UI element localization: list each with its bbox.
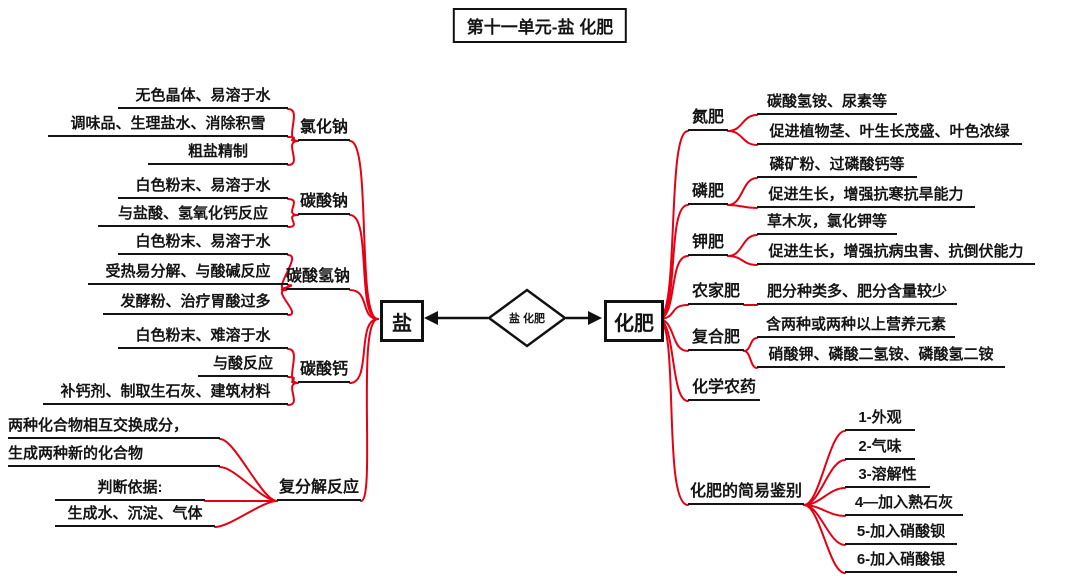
branch-identification: 化肥的简易鉴别	[688, 482, 804, 505]
leaf-node: 无色晶体、易溶于水	[118, 86, 288, 109]
leaf-node: 生成两种新的化合物	[8, 444, 220, 467]
leaf-node: 3-溶解性	[845, 465, 930, 488]
leaf-node: 与酸反应	[198, 354, 288, 377]
arrowhead-left	[424, 311, 438, 325]
leaf-node: 促进生长，增强抗病虫害、抗倒伏能力	[757, 242, 1035, 265]
leaf-node: 促进生长，增强抗寒抗旱能力	[757, 185, 975, 208]
leaf-node: 含两种或两种以上营养元素	[757, 315, 955, 338]
leaf-node: 碳酸氢铵、尿素等	[757, 92, 897, 115]
connector-fert-identify	[657, 318, 689, 506]
connector-salt-na2co3	[349, 214, 379, 320]
salt-root-node: 盐	[380, 300, 424, 342]
arrowhead-right	[588, 311, 602, 325]
leaf-node: 促进植物茎、叶生长茂盛、叶色浓绿	[757, 122, 1022, 145]
branch-nitrogen: 氮肥	[688, 108, 728, 131]
leaf-node: 肥分种类多、肥分含量较少	[757, 282, 957, 305]
branch-nacl: 氯化钠	[298, 118, 350, 141]
leaf-node: 5-加入硝酸钡	[845, 522, 957, 545]
connector-nahco3-leaf-2	[280, 289, 294, 316]
center-diamond-label: 盐 化肥	[508, 313, 546, 325]
branch-caco3: 碳酸钙	[298, 360, 350, 383]
connector-salt-nahco3	[349, 289, 379, 320]
leaf-node: 白色粉末、易溶于水	[118, 232, 288, 255]
fertilizer-root-node: 化肥	[604, 300, 664, 342]
connector-fert-nitrogen	[657, 130, 689, 320]
connector-compound-leaf-1	[743, 350, 758, 369]
leaf-node: 白色粉末、易溶于水	[118, 176, 288, 199]
leaf-node: 判断依据:	[55, 478, 205, 501]
connector-nitrogen-leaf-0	[727, 114, 758, 132]
branch-compound: 复合肥	[688, 328, 744, 351]
center-diamond	[486, 288, 568, 348]
branch-pesticide: 化学农药	[688, 378, 760, 401]
connector-salt-metathesis	[360, 318, 379, 502]
branch-farmyard: 农家肥	[688, 282, 744, 305]
connector-potassium-leaf-1	[727, 255, 758, 266]
connector-na2co3-leaf-1	[287, 214, 299, 228]
branch-metathesis: 复分解反应	[277, 478, 361, 501]
branch-na2co3: 碳酸钠	[298, 192, 350, 215]
leaf-node: 6-加入硝酸银	[845, 550, 957, 573]
leaf-node: 4—加入熟石灰	[845, 493, 963, 516]
connector-potassium-leaf-0	[727, 234, 758, 257]
leaf-node: 草木灰，氯化钾等	[757, 212, 897, 235]
leaf-node: 白色粉末、难溶于水	[118, 326, 288, 349]
connector-caco3-leaf-2	[287, 382, 299, 406]
leaf-node: 硝酸钾、磷酸二氢铵、磷酸氢二铵	[757, 345, 1005, 368]
leaf-node: 受热易分解、与酸碱反应	[88, 262, 288, 285]
branch-phosphate: 磷肥	[688, 182, 728, 205]
page-title: 第十一单元-盐 化肥	[452, 8, 628, 43]
connector-nitrogen-leaf-1	[727, 130, 758, 146]
leaf-node: 与盐酸、氢氧化钙反应	[98, 204, 288, 227]
relation-arrows	[424, 311, 602, 325]
branch-potassium: 钾肥	[688, 233, 728, 256]
connector-metathesis-leaf-3	[214, 500, 278, 528]
leaf-node: 粗盐精制	[148, 142, 288, 165]
connector-compound-leaf-0	[743, 337, 758, 352]
leaf-node: 磷矿粉、过磷酸钙等	[757, 155, 917, 178]
leaf-node: 生成水、沉淀、气体	[55, 504, 215, 527]
leaf-node: 发酵粉、治疗胃酸过多	[103, 292, 288, 315]
connector-na2co3-leaf-0	[287, 198, 299, 216]
leaf-node: 两种化合物相互交换成分，	[8, 416, 220, 439]
leaf-node: 调味品、生理盐水、消除积雪	[48, 114, 288, 137]
connector-phosphate-leaf-0	[727, 177, 758, 206]
connector-identify-leaf-0	[803, 430, 846, 506]
leaf-node: 补钙剂、制取生石灰、建筑材料	[43, 382, 288, 405]
connector-salt-caco3	[349, 318, 379, 384]
leaf-node: 1-外观	[845, 408, 915, 431]
connector-identify-leaf-5	[803, 504, 846, 574]
leaf-node: 2-气味	[845, 437, 915, 460]
connector-fert-phosphate	[657, 204, 689, 320]
connector-salt-nacl	[349, 140, 379, 320]
connector-nacl-leaf-2	[287, 140, 299, 166]
branch-nahco3: 碳酸氢钠	[286, 267, 350, 290]
connector-phosphate-leaf-1	[727, 204, 758, 209]
